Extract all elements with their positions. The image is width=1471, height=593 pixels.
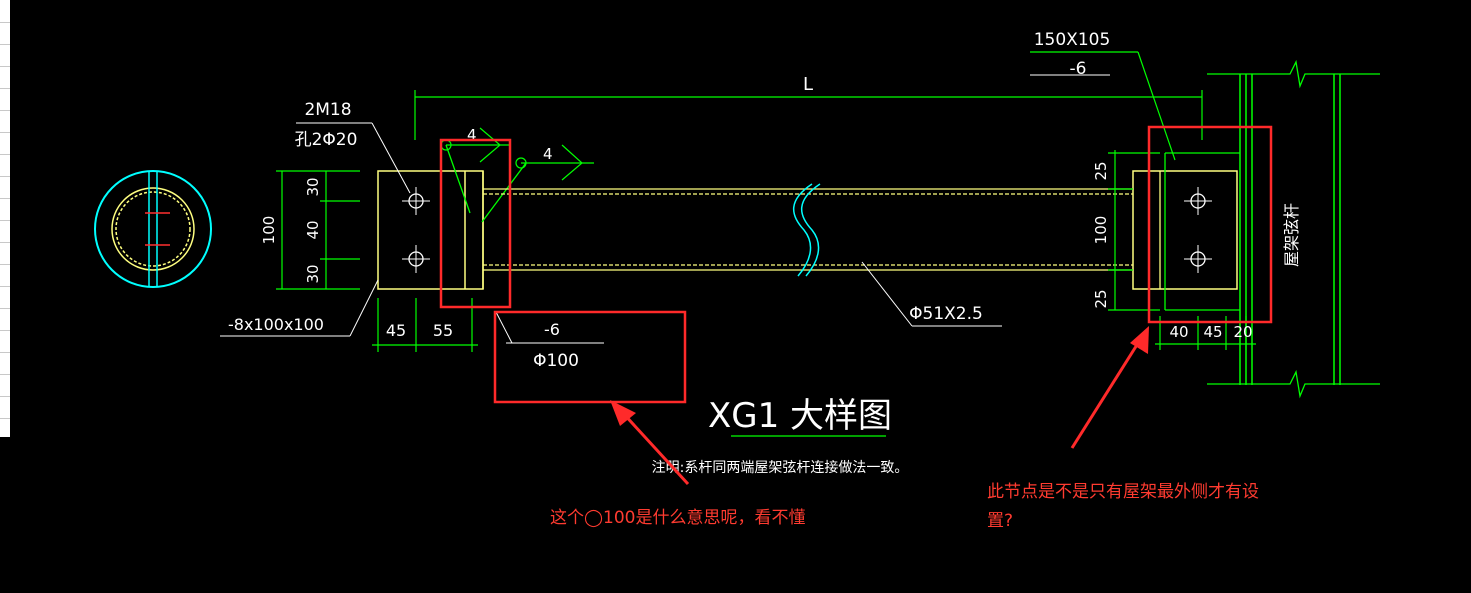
dim-right-20: 20	[1233, 323, 1252, 341]
panel-row-divider	[0, 154, 10, 155]
bolt-hole-right-bottom	[1184, 245, 1212, 273]
section-pipe-inner	[115, 191, 191, 267]
panel-row-divider	[0, 176, 10, 177]
dim-right-100: 100	[1092, 216, 1110, 245]
dim-right-25-bottom: 25	[1092, 289, 1110, 308]
panel-row-divider	[0, 396, 10, 397]
dim-right-40: 40	[1169, 323, 1188, 341]
panel-row-divider	[0, 132, 10, 133]
dim-left-40: 40	[304, 220, 322, 239]
bolt-hole-bottom	[402, 245, 430, 273]
question-right-line2: 置?	[987, 511, 1013, 531]
dim-right-25-top: 25	[1092, 161, 1110, 180]
dim-right-45: 45	[1203, 323, 1222, 341]
dim-55-left: 55	[433, 321, 453, 340]
leader-lines	[220, 74, 1110, 344]
break-mark	[792, 183, 813, 277]
end-plate-label: -8x100x100	[228, 315, 324, 334]
markup-box-cap-label	[493, 310, 687, 404]
panel-row-divider	[0, 264, 10, 265]
cad-text: L 150X105 -6 2M18 孔2Φ20 4 4 30 40 30 100…	[228, 30, 1301, 476]
markup-arrows	[610, 326, 1149, 486]
panel-row-divider	[0, 286, 10, 287]
weld-size-left: 4	[467, 126, 477, 144]
drawing-title: XG1 大样图	[708, 396, 892, 436]
panel-row-divider	[0, 308, 10, 309]
dim-left-30-bottom: 30	[304, 264, 322, 283]
dim-left-30-top: 30	[304, 177, 322, 196]
left-end-plate	[377, 144, 527, 290]
dim-45-left: 45	[386, 321, 406, 340]
panel-row-divider	[0, 418, 10, 419]
panel-row-divider	[0, 242, 10, 243]
bolt-hole-top	[402, 187, 430, 215]
panel-row-divider	[0, 374, 10, 375]
weld-size-right: 4	[543, 145, 553, 163]
panel-row-divider	[0, 220, 10, 221]
plate-size-label: 150X105	[1034, 30, 1111, 50]
markup-box-right-node	[1147, 125, 1273, 324]
right-connection-plate	[1132, 152, 1240, 311]
cap-plate-thickness: -6	[544, 320, 560, 339]
span-label: L	[803, 74, 813, 95]
drawing-note: 注明:系杆同两端屋架弦杆连接做法一致。	[652, 459, 909, 476]
panel-row-divider	[0, 352, 10, 353]
section-view	[94, 170, 212, 288]
side-panel-strip	[0, 0, 10, 437]
panel-row-divider	[0, 198, 10, 199]
break-line-bottom	[1207, 369, 1380, 399]
bolts-label: 2M18	[304, 100, 351, 120]
question-right-line1: 此节点是不是只有屋架最外侧才有设	[987, 482, 1259, 502]
dim-left-100: 100	[260, 216, 278, 245]
holes-label: 孔2Φ20	[295, 130, 358, 150]
section-outer-circle	[94, 170, 212, 288]
markup-boxes	[439, 125, 1273, 404]
section-pipe-outer	[111, 187, 195, 271]
bolt-hole-right-top	[1184, 187, 1212, 215]
break-line-top	[1207, 59, 1380, 89]
plate-thickness-label: -6	[1070, 59, 1087, 79]
markup-notes: 这个◯100是什么意思呢，看不懂 此节点是不是只有屋架最外侧才有设 置?	[550, 482, 1259, 531]
panel-row-divider	[0, 22, 10, 23]
markup-box-cap-plate	[439, 138, 512, 309]
question-left: 这个◯100是什么意思呢，看不懂	[550, 508, 805, 528]
pipe-member	[483, 183, 1133, 327]
panel-row-divider	[0, 88, 10, 89]
chord-label: 屋架弦杆	[1282, 203, 1301, 267]
dimension-lines	[276, 51, 1256, 437]
panel-row-divider	[0, 330, 10, 331]
cap-plate-diameter: Φ100	[533, 351, 579, 371]
panel-row-divider	[0, 66, 10, 67]
panel-row-divider	[0, 110, 10, 111]
pipe-size-label: Φ51X2.5	[909, 304, 983, 324]
panel-row-divider	[0, 44, 10, 45]
